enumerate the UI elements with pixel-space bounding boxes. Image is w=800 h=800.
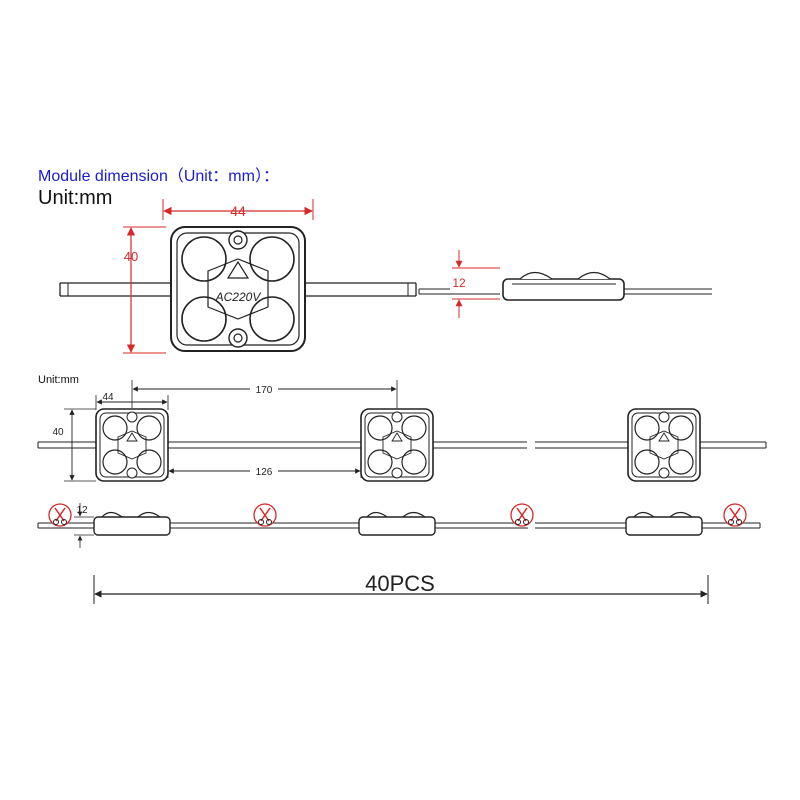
dimension-total-count: 40PCS	[93, 571, 709, 604]
svg-text:44: 44	[102, 392, 114, 403]
string-side-view	[37, 511, 761, 536]
scissors-cut-icon	[253, 503, 277, 527]
dimension-thickness-12: 12	[452, 250, 500, 318]
side-module-1	[93, 511, 171, 536]
unit-label-small: Unit:mm	[38, 374, 79, 386]
dimension-height-40: 40	[123, 226, 166, 354]
svg-text:12: 12	[452, 276, 466, 290]
svg-text:170: 170	[256, 385, 273, 396]
total-count-label: 40PCS	[365, 571, 435, 596]
page-title: Module dimension（Unit：mm）：	[38, 168, 279, 185]
scissors-cut-icon	[510, 503, 534, 527]
unit-label-large: Unit:mm	[38, 187, 113, 209]
dimension-pitch-170: 170	[131, 380, 398, 408]
string-module-3	[627, 408, 701, 482]
dimension-gap-126: 126	[167, 462, 362, 478]
svg-text:40: 40	[124, 249, 138, 264]
scissors-cut-icon	[48, 503, 72, 527]
svg-text:44: 44	[230, 203, 246, 219]
svg-text:40: 40	[52, 427, 64, 438]
dimension-string-thickness-12: 12	[74, 503, 94, 548]
side-module-3	[625, 511, 703, 536]
svg-text:126: 126	[256, 467, 273, 478]
dimension-width-44: 44	[162, 199, 314, 220]
string-front-view	[37, 408, 767, 482]
svg-text:12: 12	[76, 505, 88, 516]
string-module-1	[95, 408, 169, 482]
scissors-cut-icon	[723, 503, 747, 527]
module-side-view	[418, 271, 712, 301]
string-module-2	[360, 408, 434, 482]
module-badge-text: AC220V	[215, 290, 262, 304]
module-front-view: AC220V	[59, 226, 417, 352]
side-module-2	[358, 511, 436, 536]
dimension-string-height-40: 40	[52, 408, 96, 482]
